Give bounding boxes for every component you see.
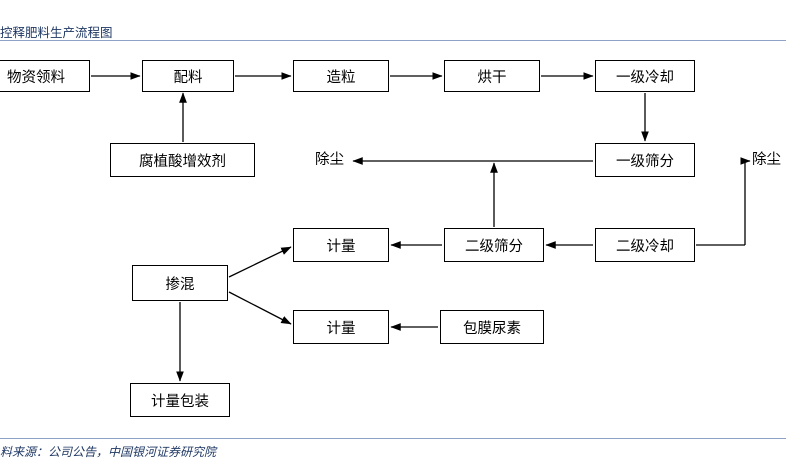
- node-cooling-1[interactable]: 一级冷却: [595, 60, 695, 92]
- node-label: 包膜尿素: [463, 320, 521, 337]
- node-granulate[interactable]: 造粒: [293, 60, 389, 92]
- node-label: 腐植酸增效剂: [139, 153, 226, 170]
- source-note: 料来源：公司公告，中国银河证券研究院: [0, 445, 217, 459]
- title-divider: [0, 40, 786, 41]
- node-cooling-2[interactable]: 二级冷却: [595, 228, 695, 262]
- label-dedusting-left: 除尘: [315, 148, 344, 169]
- node-label: 计量包装: [151, 393, 209, 410]
- node-label: 计量: [326, 238, 356, 255]
- node-label: 配料: [173, 69, 203, 86]
- node-label: 造粒: [326, 69, 356, 86]
- node-humic-acid-enhancer[interactable]: 腐植酸增效剂: [110, 143, 255, 177]
- node-metering-2[interactable]: 计量: [293, 310, 389, 344]
- node-label: 二级筛分: [465, 238, 523, 255]
- node-label: 物资领料: [7, 69, 65, 86]
- source-divider: [0, 438, 786, 439]
- node-coated-urea[interactable]: 包膜尿素: [440, 310, 544, 344]
- node-label: 一级筛分: [616, 153, 674, 170]
- label-text: 除尘: [315, 152, 344, 168]
- node-screening-1[interactable]: 一级筛分: [595, 143, 695, 177]
- label-text: 除尘: [752, 152, 781, 168]
- node-label: 二级冷却: [616, 238, 674, 255]
- node-metering-1[interactable]: 计量: [293, 228, 389, 262]
- node-metering-packaging[interactable]: 计量包装: [130, 383, 230, 417]
- node-batching[interactable]: 配料: [142, 60, 234, 92]
- node-blending[interactable]: 掺混: [132, 265, 228, 301]
- node-screening-2[interactable]: 二级筛分: [444, 228, 544, 262]
- node-drying[interactable]: 烘干: [444, 60, 540, 92]
- edge-blend-meter2: [228, 291, 292, 325]
- edge-blend-meter1: [228, 246, 292, 278]
- page-title: 控释肥料生产流程图: [0, 26, 113, 40]
- node-label: 计量: [326, 320, 356, 337]
- node-material[interactable]: 物资领料: [0, 60, 90, 92]
- edge-right-dedust: [740, 157, 751, 245]
- node-label: 一级冷却: [616, 69, 674, 86]
- node-label: 掺混: [165, 276, 195, 293]
- node-label: 烘干: [477, 69, 507, 86]
- label-dedusting-right: 除尘: [752, 148, 781, 169]
